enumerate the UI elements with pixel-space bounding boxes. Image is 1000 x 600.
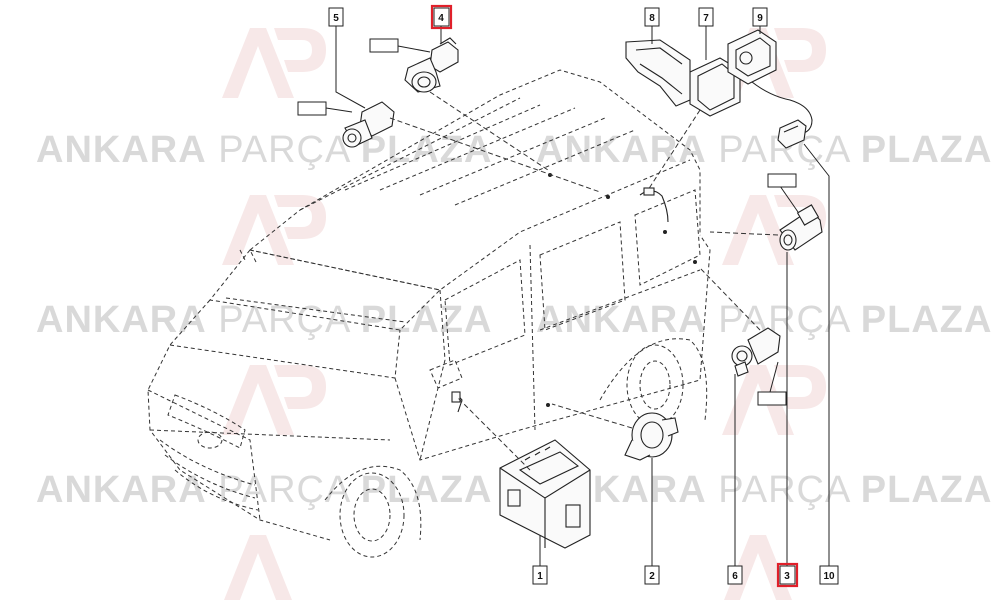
part-6-parking-sensor[interactable] <box>731 327 781 377</box>
reference-boxes <box>297 38 797 406</box>
callout-8[interactable]: 8 <box>644 7 660 27</box>
part-8-bracket[interactable] <box>625 39 691 107</box>
svg-text:8: 8 <box>649 13 655 24</box>
watermark-text: ANKARA PARÇA PLAZA <box>536 129 992 171</box>
watermark-text: ANKARA PARÇA PLAZA <box>536 469 992 511</box>
watermark-text: ANKARA PARÇA PLAZA <box>36 469 492 511</box>
svg-text:7: 7 <box>703 13 709 24</box>
callout-7[interactable]: 7 <box>698 7 714 27</box>
highlight-frame <box>776 562 799 588</box>
svg-text:2: 2 <box>649 571 655 582</box>
svg-text:6: 6 <box>732 571 738 582</box>
watermark-text: ANKARA PARÇA PLAZA <box>536 299 992 341</box>
svg-text:9: 9 <box>757 13 763 24</box>
watermark: ANKARA PARÇA PLAZA ANKARA PARÇA PLAZA AN… <box>36 28 992 600</box>
wiring-harness <box>451 187 669 413</box>
part-5-parking-sensor[interactable] <box>342 101 395 148</box>
reference-box <box>297 101 327 116</box>
svg-text:1: 1 <box>537 571 543 582</box>
reference-box <box>767 173 797 188</box>
highlight-frame <box>430 4 453 30</box>
part-3-parking-sensor[interactable] <box>779 204 823 251</box>
svg-text:3: 3 <box>784 571 790 582</box>
leader-lines <box>325 26 830 566</box>
callout-10[interactable]: 10 <box>819 565 839 585</box>
callout-6[interactable]: 6 <box>727 565 743 585</box>
svg-text:5: 5 <box>333 13 339 24</box>
part-1-control-module[interactable] <box>499 439 591 549</box>
callout-3[interactable]: 3 <box>776 562 799 588</box>
watermark-text: ANKARA PARÇA PLAZA <box>36 129 492 171</box>
part-10-connector[interactable] <box>777 119 807 149</box>
callout-2[interactable]: 2 <box>644 565 660 585</box>
reference-box <box>757 391 787 406</box>
reference-box <box>369 38 399 53</box>
callout-1[interactable]: 1 <box>532 565 548 585</box>
svg-text:4: 4 <box>438 13 444 24</box>
callout-4[interactable]: 4 <box>430 4 453 30</box>
svg-text:10: 10 <box>823 571 835 582</box>
callout-9[interactable]: 9 <box>752 7 768 27</box>
watermark-text: ANKARA PARÇA PLAZA <box>36 299 492 341</box>
part-2-buzzer[interactable] <box>624 412 679 461</box>
part-7-bezel[interactable] <box>689 57 741 117</box>
callout-5[interactable]: 5 <box>328 7 344 27</box>
mounting-points <box>546 173 697 407</box>
callouts: 5 4 8 7 9 1 2 6 <box>328 4 839 588</box>
part-4-parking-sensor[interactable] <box>404 37 459 93</box>
part-9-camera[interactable] <box>727 29 813 135</box>
